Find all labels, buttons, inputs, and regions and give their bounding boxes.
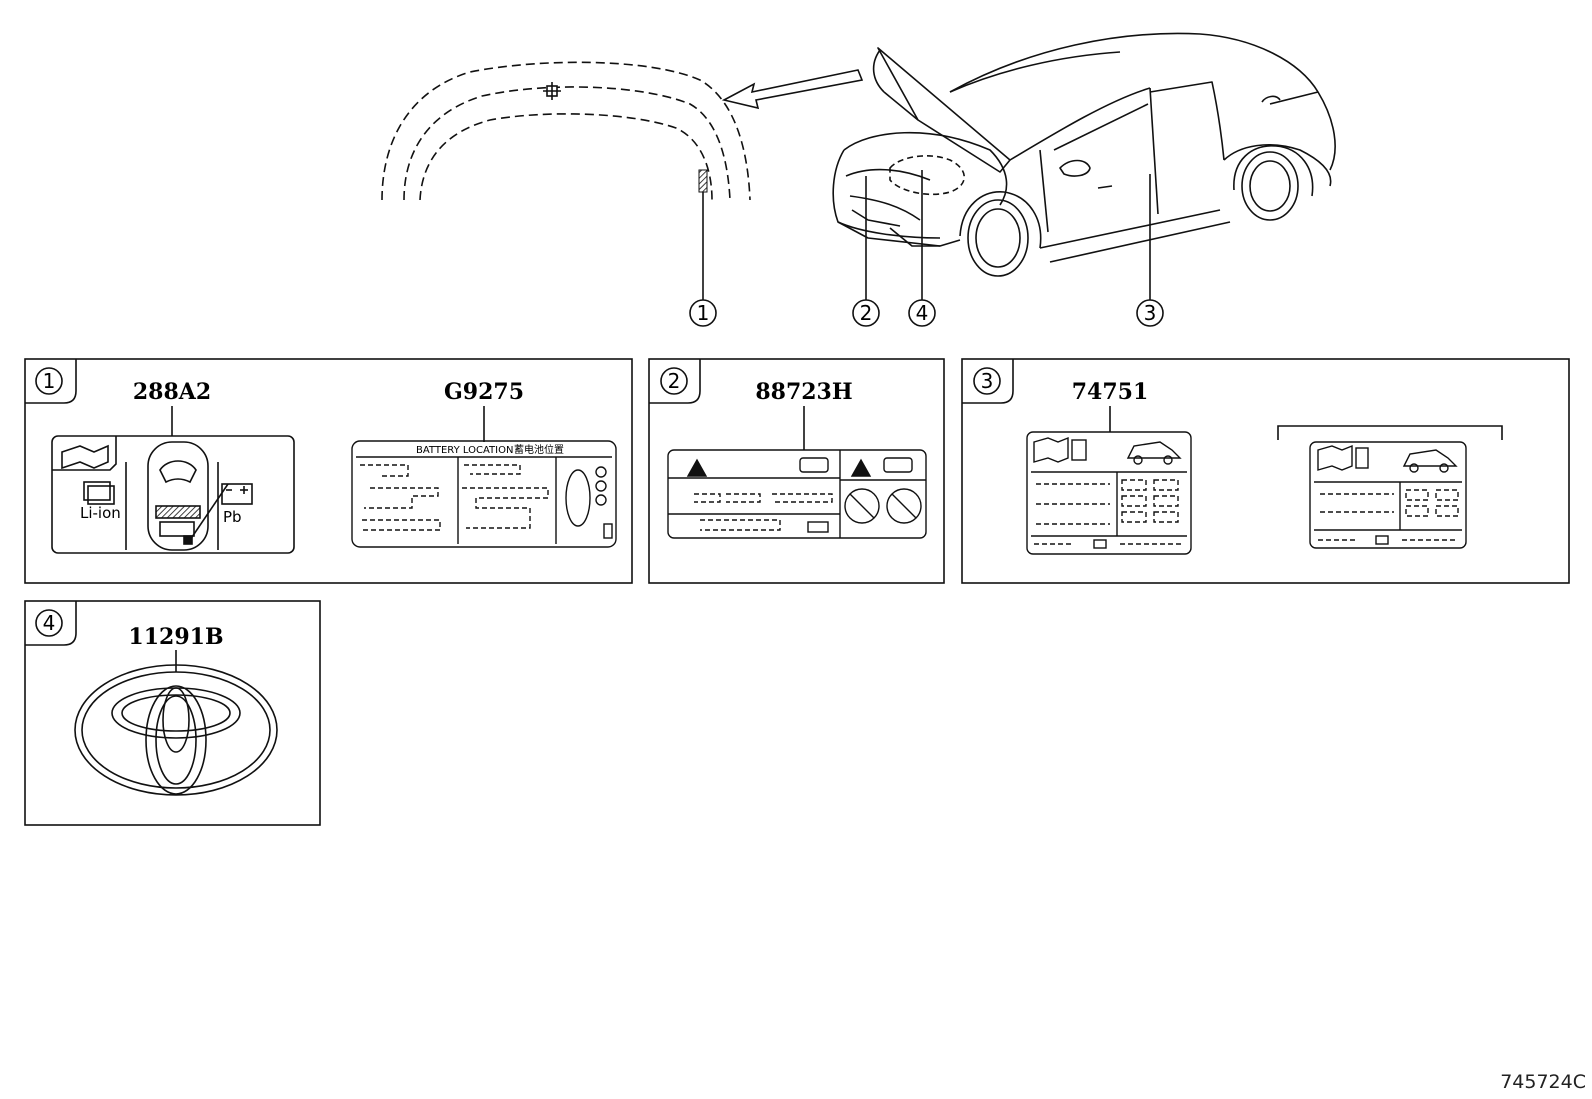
panel-1-number: 1 (43, 369, 56, 393)
label-position-marker-1 (698, 169, 708, 193)
part-number-G9275: G9275 (444, 379, 524, 405)
part-number-288A2: 288A2 (133, 379, 211, 405)
part-number-88723H: 88723H (755, 379, 852, 405)
panel-4-number: 4 (43, 611, 56, 635)
callout-2: 2 (852, 299, 880, 327)
panel-4: 4 11291B (24, 600, 321, 826)
view-direction-arrow (721, 69, 864, 110)
part-number-74751: 74751 (1072, 379, 1149, 405)
label-74751-variant-a (1026, 431, 1192, 555)
panel-3-number: 3 (981, 369, 994, 393)
callout-1: 1 (689, 299, 717, 327)
svg-text:4: 4 (916, 301, 929, 325)
panel-2-number: 2 (668, 369, 681, 393)
battery-location-cn-text: 蓄电池位置 (514, 443, 564, 456)
callout-3: 3 (1136, 299, 1164, 327)
callout-4: 4 (908, 299, 936, 327)
reference-code: 745724C (1500, 1071, 1586, 1093)
label-74751-variant-b (1309, 441, 1467, 549)
svg-text:1: 1 (697, 301, 710, 325)
wheel-arch-detail (381, 61, 751, 201)
label-88723H (667, 449, 927, 539)
li-ion-label: Li-ion (80, 504, 121, 522)
car-illustration (832, 32, 1336, 277)
variant-bracket (1277, 425, 1503, 440)
part-number-11291B: 11291B (128, 624, 223, 650)
label-288A2 (51, 435, 295, 554)
svg-text:3: 3 (1144, 301, 1157, 325)
battery-location-text: BATTERY LOCATION (416, 445, 513, 456)
label-G9275 (351, 440, 617, 548)
panel-2: 2 88723H (648, 358, 945, 584)
panel-1: 1 288A2 Li-ion Pb (24, 358, 633, 584)
panel-3: 3 74751 (961, 358, 1570, 584)
pb-label: Pb (223, 508, 242, 526)
plus-marker (543, 82, 561, 100)
emblem-logo (74, 664, 278, 796)
svg-text:2: 2 (860, 301, 873, 325)
